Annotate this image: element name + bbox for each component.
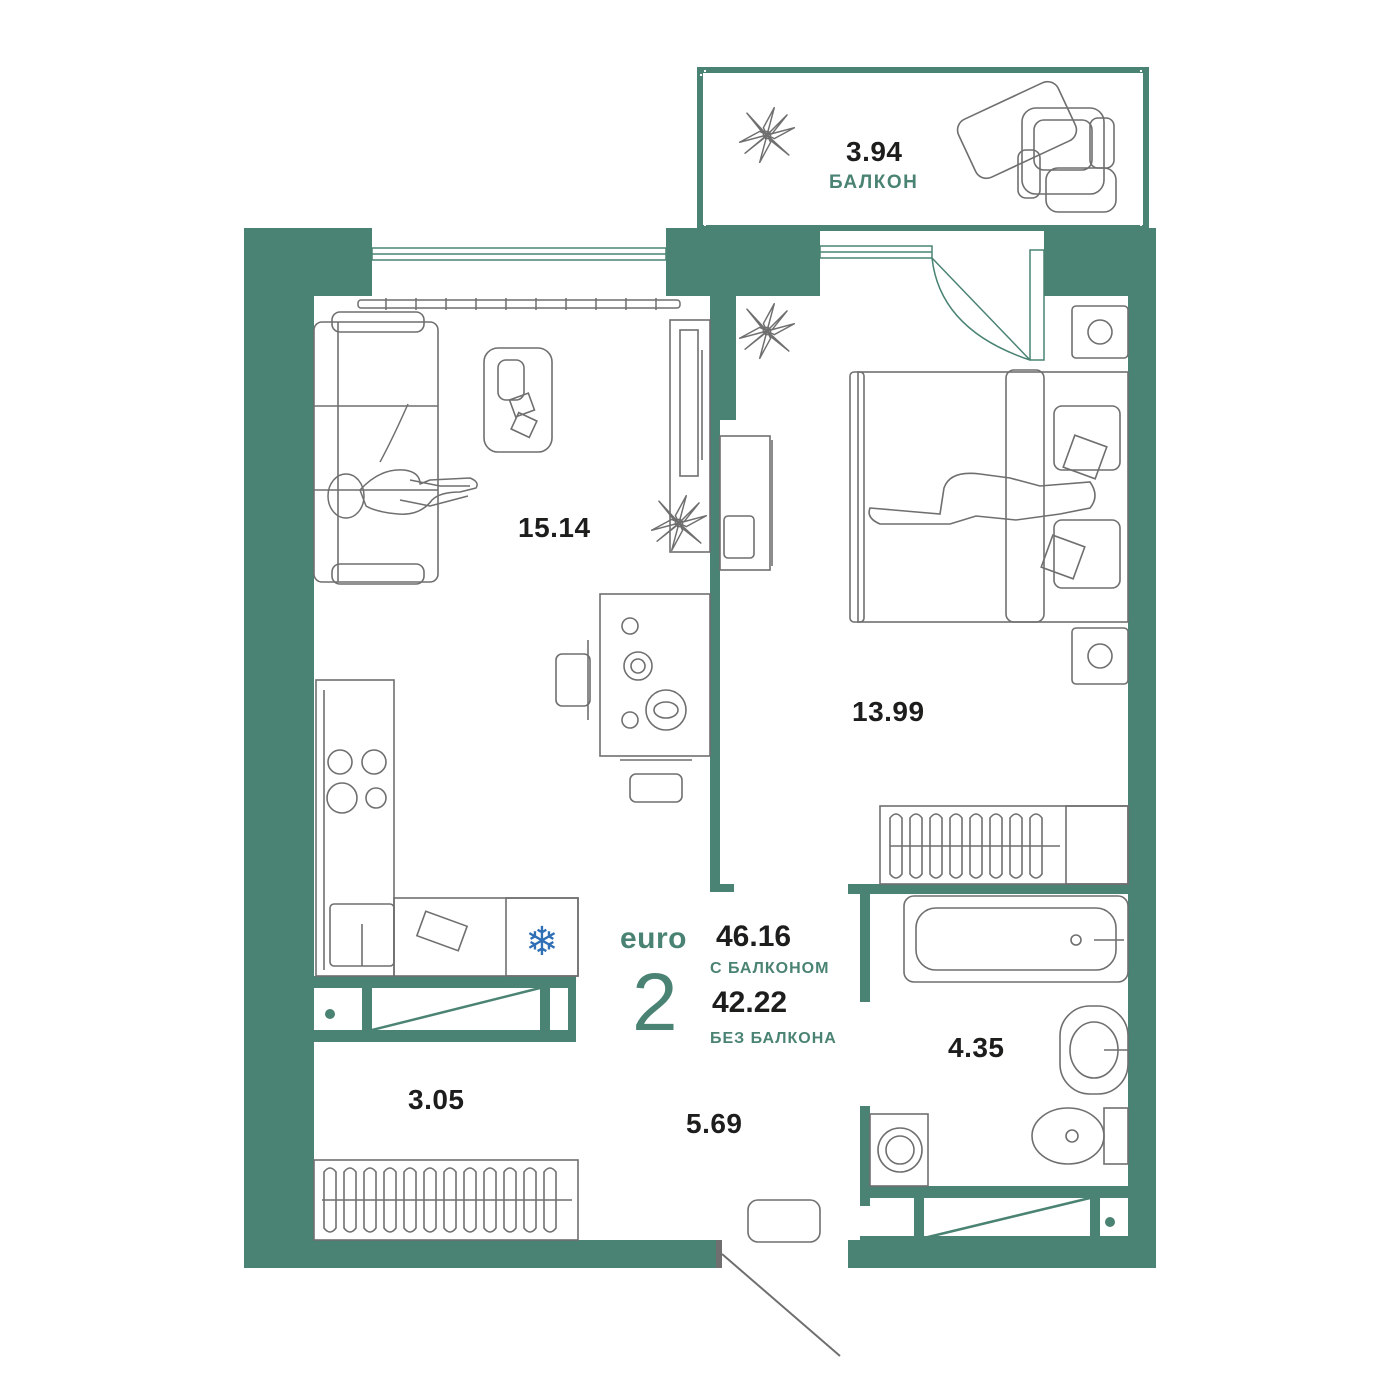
kitchen bbox=[315, 679, 579, 977]
wall-closet-side-end bbox=[568, 976, 576, 1042]
desk bbox=[719, 435, 773, 571]
coffee-table bbox=[483, 347, 553, 453]
walls bbox=[244, 228, 1156, 1268]
total-area-without-balcony: 42.22 bbox=[712, 986, 788, 1019]
balcony-furniture bbox=[956, 80, 1117, 213]
wall-bath-shaft-left bbox=[914, 1198, 924, 1238]
ventilation-shafts bbox=[325, 986, 1115, 1240]
sofa bbox=[313, 311, 439, 585]
bathroom-fixtures bbox=[869, 895, 1129, 1187]
wall-bath-left-upper bbox=[860, 894, 870, 1002]
wall-closet-side-left bbox=[362, 988, 372, 1030]
wall-bottom-left bbox=[244, 1240, 720, 1268]
bedroom-area: 13.99 bbox=[852, 696, 925, 727]
wall-bath-shaft-right bbox=[1090, 1198, 1100, 1238]
balcony-plant-icon bbox=[738, 106, 796, 164]
person-icon bbox=[327, 403, 478, 519]
living-plant-icon bbox=[650, 494, 708, 552]
wall-bath-top bbox=[848, 884, 1128, 894]
total-area-with-balcony: 46.16 bbox=[716, 920, 792, 953]
wall-partition-main bbox=[710, 296, 720, 890]
wall-left bbox=[244, 228, 314, 1268]
wall-closet-bottom bbox=[314, 1030, 576, 1042]
hallway-area: 5.69 bbox=[686, 1108, 743, 1139]
apartment-type-label: euro bbox=[620, 922, 688, 955]
wall-bath-bottom-top bbox=[860, 1186, 1128, 1198]
closet-area: 3.05 bbox=[408, 1084, 465, 1115]
wall-right bbox=[1128, 228, 1156, 1268]
entrance-door bbox=[716, 1240, 841, 1357]
curtain-rail bbox=[357, 298, 681, 310]
wall-top-middle bbox=[666, 228, 820, 296]
wall-top-left bbox=[244, 228, 372, 296]
snowflake-icon: ❄ bbox=[525, 919, 559, 965]
wall-partition-foot bbox=[710, 884, 734, 892]
wall-bath-left-lower bbox=[860, 1106, 870, 1206]
wall-bath-bottom-low bbox=[860, 1236, 1128, 1244]
bedroom-plant-icon bbox=[738, 302, 796, 360]
bathroom-area: 4.35 bbox=[948, 1032, 1005, 1063]
balcony-area: 3.94 bbox=[846, 136, 903, 167]
wall-closet-side-right bbox=[540, 988, 550, 1030]
wardrobe-bedroom bbox=[879, 805, 1129, 885]
wall-bottom-right bbox=[848, 1240, 1156, 1268]
balcony-label: БАЛКОН bbox=[829, 172, 919, 193]
balcony-door bbox=[931, 257, 1031, 361]
balcony bbox=[697, 67, 1149, 231]
wall-closet-top bbox=[314, 976, 576, 988]
bed bbox=[849, 305, 1129, 685]
tv-unit bbox=[669, 319, 711, 553]
without-balcony-caption: БЕЗ БАЛКОНА bbox=[710, 1030, 837, 1047]
living-kitchen-area: 15.14 bbox=[518, 512, 591, 543]
dining-set bbox=[555, 593, 711, 803]
windows bbox=[371, 245, 1045, 361]
wardrobe-hall bbox=[313, 1159, 821, 1243]
with-balcony-caption: С БАЛКОНОМ bbox=[710, 960, 830, 977]
rooms-count: 2 bbox=[632, 957, 678, 1048]
